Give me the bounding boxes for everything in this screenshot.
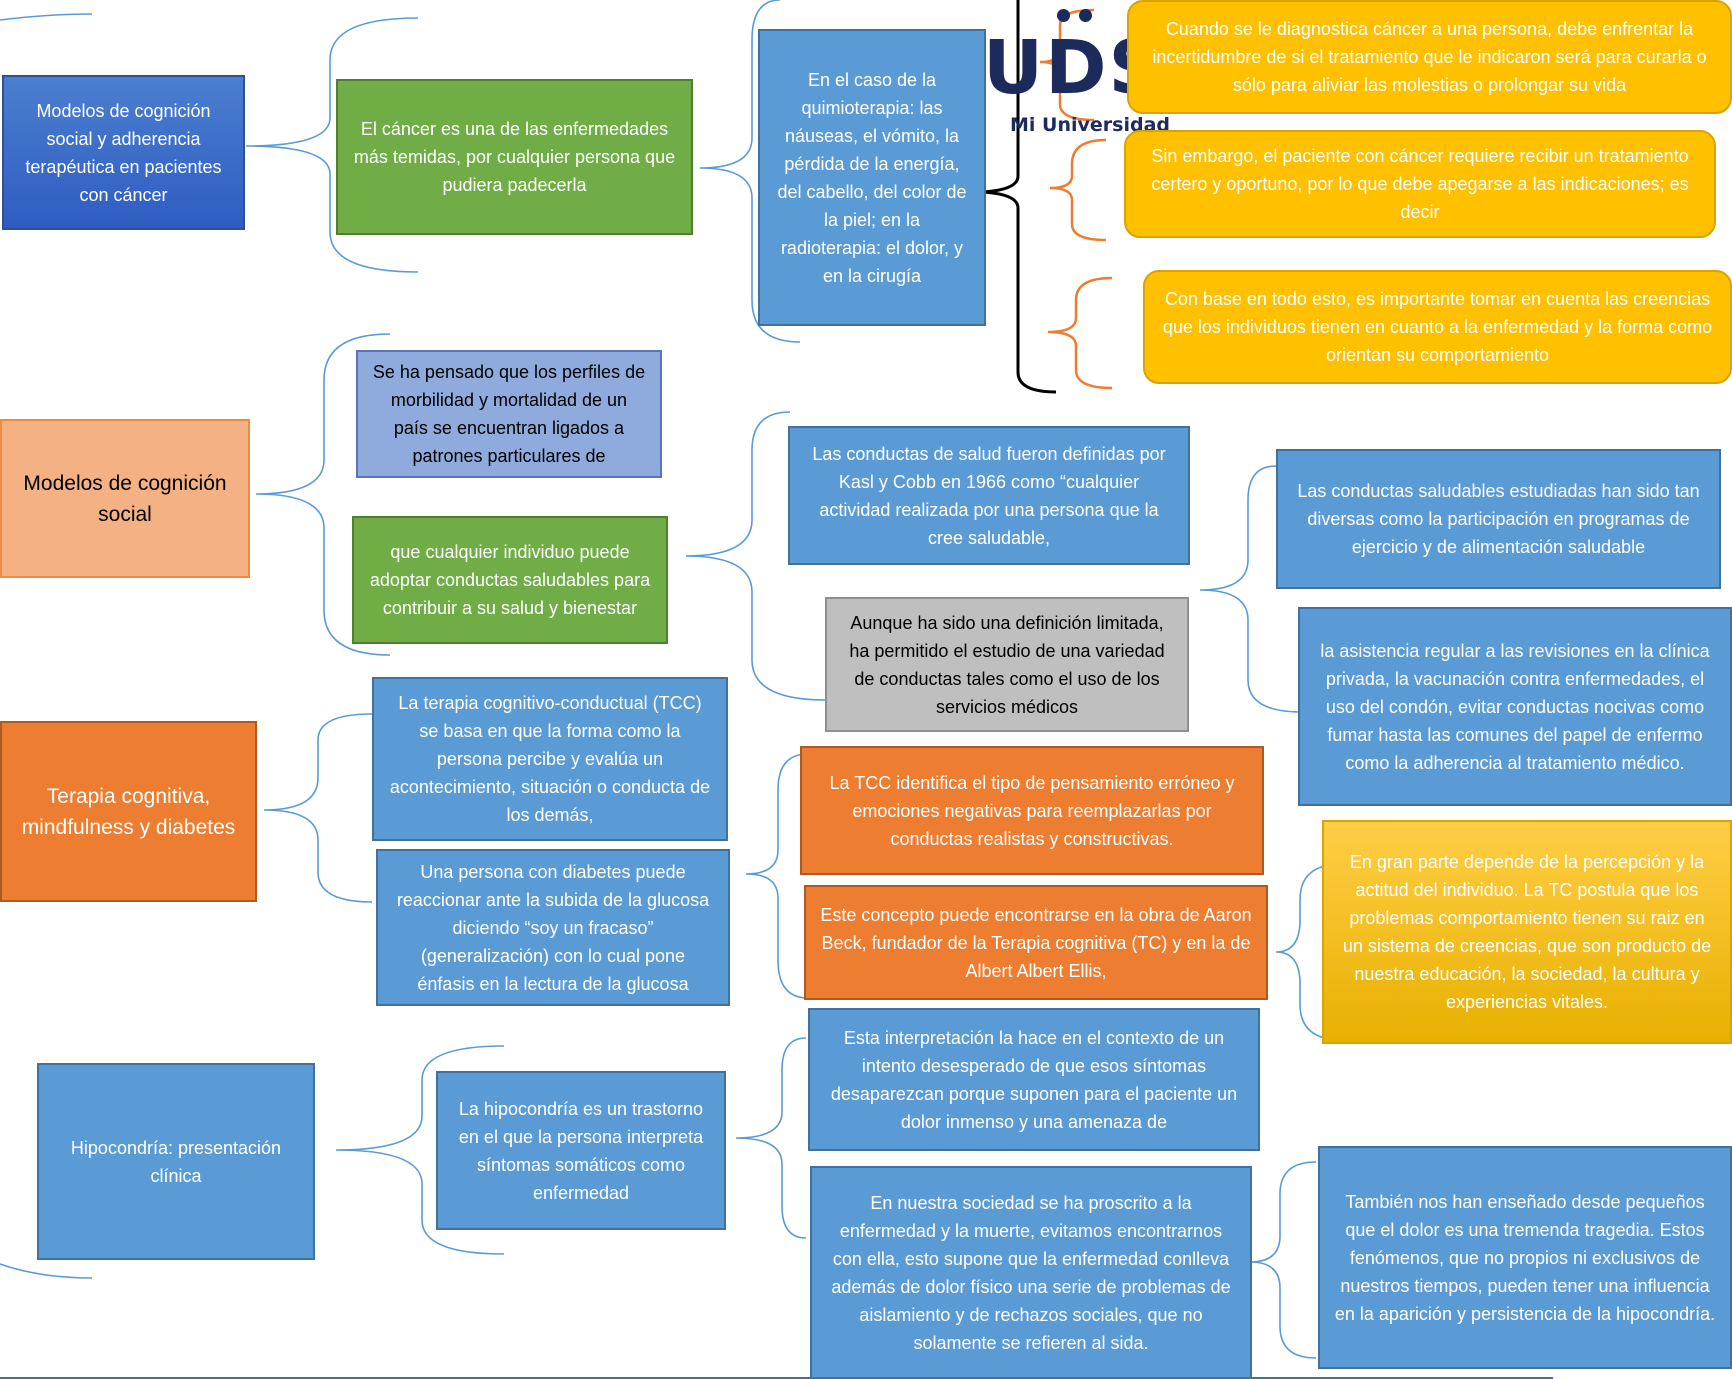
connector-brace xyxy=(0,13,93,21)
node-interpretacion: Esta interpretación la hace en el contex… xyxy=(808,1008,1260,1151)
connector-brace xyxy=(745,753,809,999)
orange-brace-3 xyxy=(1047,276,1113,390)
node-cualquier-individuo: que cualquier individuo puede adoptar co… xyxy=(352,516,668,644)
node-diabetes-reaccion: Una persona con diabetes puede reacciona… xyxy=(376,849,730,1006)
node-hipocondria-trastorno: La hipocondría es un trastorno en el que… xyxy=(436,1071,726,1230)
node-asistencia: la asistencia regular a las revisiones e… xyxy=(1298,607,1732,806)
main-bracket xyxy=(981,0,1057,394)
node-sin-embargo: Sin embargo, el paciente con cáncer requ… xyxy=(1124,130,1716,238)
orange-brace-2 xyxy=(1049,138,1107,242)
node-modelos-adherencia: Modelos de cognición social y adherencia… xyxy=(2,75,245,230)
node-diagnostico: Cuando se le diagnostica cáncer a una pe… xyxy=(1127,0,1732,114)
node-hipocondria-clinica: Hipocondría: presentación clínica xyxy=(37,1063,315,1260)
connector-brace xyxy=(735,1037,807,1239)
node-percepcion: En gran parte depende de la percepción y… xyxy=(1322,820,1732,1044)
node-perfiles: Se ha pensado que los perfiles de morbil… xyxy=(356,350,662,478)
node-cancer-temida: El cáncer es una de las enfermedades más… xyxy=(336,79,693,235)
node-conductas-estudiadas: Las conductas saludables estudiadas han … xyxy=(1276,449,1721,589)
node-kasl-cobb: Las conductas de salud fueron definidas … xyxy=(788,426,1190,565)
node-aunque: Aunque ha sido una definición limitada, … xyxy=(825,597,1189,732)
node-tcc-identifica: La TCC identifica el tipo de pensamiento… xyxy=(800,746,1264,875)
connector-brace xyxy=(0,1263,93,1279)
node-beck: Este concepto puede encontrarse en la ob… xyxy=(804,885,1268,1000)
connector-brace xyxy=(1249,1161,1317,1359)
connector-brace xyxy=(699,0,801,343)
connector-brace xyxy=(255,333,391,656)
node-sociedad: En nuestra sociedad se ha proscrito a la… xyxy=(810,1166,1252,1379)
logo-tagline: Mi Universidad xyxy=(1010,114,1170,136)
node-terapia-mindfulness: Terapia cognitiva, mindfulness y diabete… xyxy=(0,721,257,902)
connector-brace xyxy=(685,411,827,701)
node-quimioterapia: En el caso de la quimioterapia: las náus… xyxy=(758,29,986,326)
node-tcc-base: La terapia cognitivo-conductual (TCC) se… xyxy=(372,677,728,841)
connector-brace xyxy=(335,1045,505,1255)
logo-dot xyxy=(1079,9,1092,22)
connector-brace xyxy=(1199,465,1303,713)
connector-brace xyxy=(263,713,373,903)
node-dolor-tragedia: También nos han enseñado desde pequeños … xyxy=(1318,1146,1732,1369)
logo-dot xyxy=(1057,9,1070,22)
node-con-base: Con base en todo esto, es importante tom… xyxy=(1143,270,1732,384)
node-modelos-cognicion: Modelos de cognición social xyxy=(0,419,250,578)
connector-brace xyxy=(1275,863,1343,1041)
connector-brace xyxy=(245,17,419,273)
